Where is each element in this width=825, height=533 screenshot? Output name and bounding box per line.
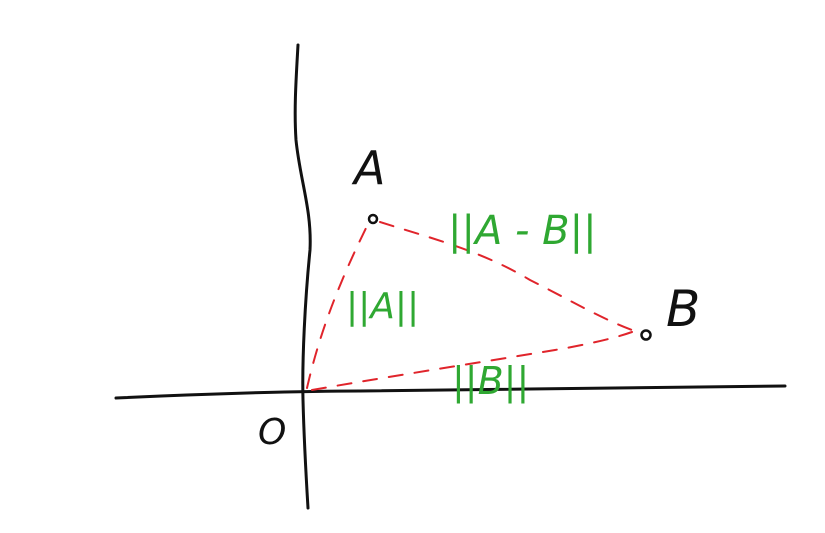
point-b-marker bbox=[640, 329, 652, 341]
segment-a-b bbox=[379, 221, 633, 331]
segment-origin-b bbox=[311, 331, 633, 391]
y-axis bbox=[293, 43, 312, 510]
origin-label: O bbox=[258, 412, 286, 453]
x-axis bbox=[114, 384, 787, 400]
point-a-label: A bbox=[351, 141, 385, 195]
norm-a-minus-b-label: ||A - B|| bbox=[448, 208, 597, 254]
point-a-marker bbox=[367, 213, 379, 225]
point-b-label: B bbox=[666, 280, 700, 338]
norm-b-label: ||B|| bbox=[452, 359, 529, 404]
segment-origin-a bbox=[306, 219, 371, 389]
norm-a-label: ||A|| bbox=[346, 286, 419, 327]
